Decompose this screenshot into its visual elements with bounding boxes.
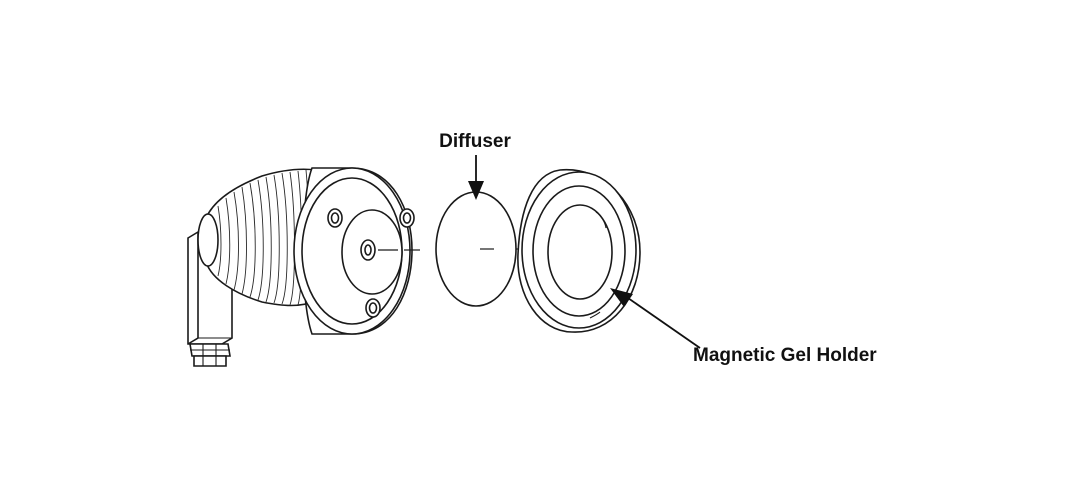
- gel-holder-label: Magnetic Gel Holder: [693, 345, 877, 366]
- fixture-front-bezel: [293, 167, 415, 335]
- gel-holder-leader-line: [627, 297, 701, 349]
- fixture-heatsink: [197, 168, 319, 307]
- gel-holder-ring: [517, 169, 641, 333]
- diffuser-label: Diffuser: [439, 131, 511, 152]
- gel-holder-callout: Magnetic Gel Holder: [610, 288, 877, 366]
- diffuser-callout: Diffuser: [439, 131, 511, 200]
- diffuser-disc: [435, 191, 517, 307]
- bezel-screw-holes: [327, 208, 415, 318]
- gel-holder-arrowhead: [610, 288, 633, 307]
- diffuser-arrowhead: [468, 181, 484, 200]
